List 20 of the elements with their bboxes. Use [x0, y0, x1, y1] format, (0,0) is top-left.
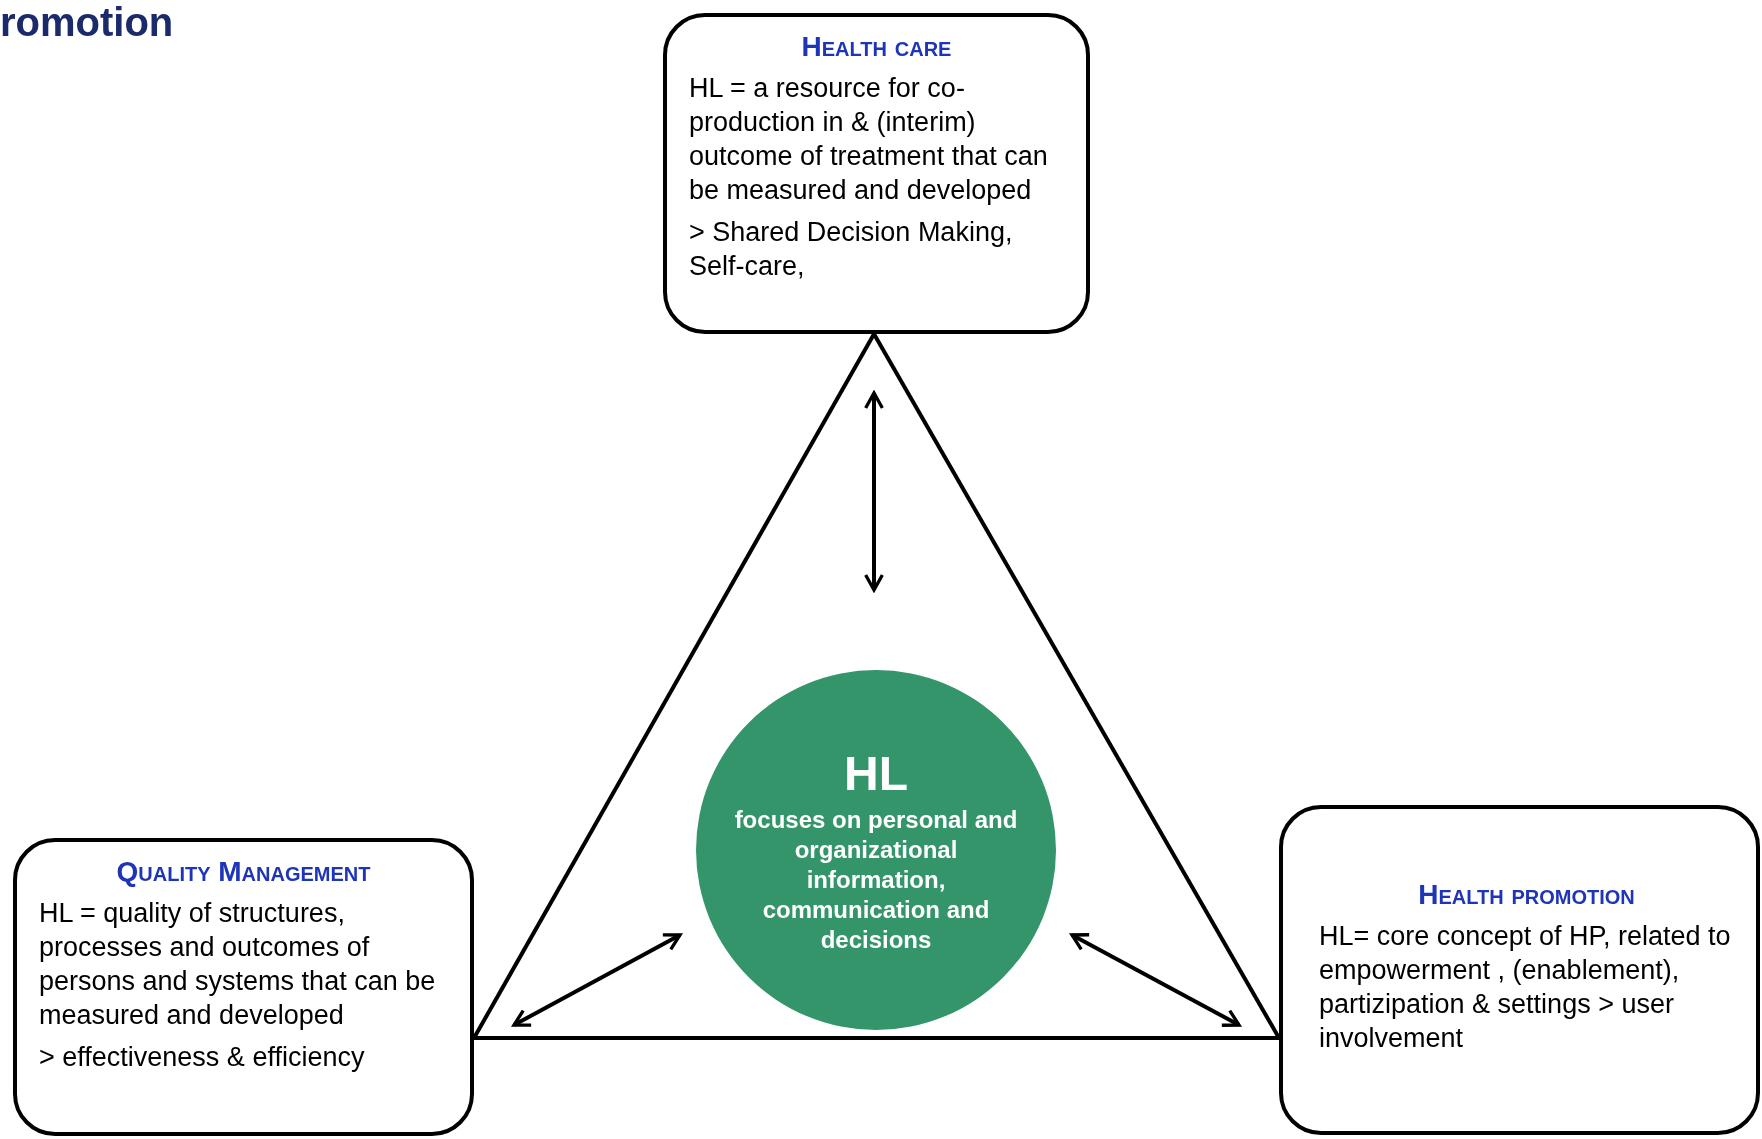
circle-heading: HL — [844, 745, 908, 801]
box-text: > Shared Decision Making, Self-care, — [689, 216, 1014, 283]
box-text: > effectiveness & efficiency — [39, 1041, 366, 1074]
box-text: HL = a resource for co-production in & (interim) outcome of treatment that can be measured and developed — [689, 72, 1049, 207]
title: romotion — [0, 0, 174, 45]
text-box — [13, 838, 474, 1136]
box-heading: Quality Management — [115, 856, 372, 888]
circle-text: focuses on personal and organizational information, communication and decisions — [733, 804, 1019, 955]
box-heading: Health promotion — [1417, 879, 1636, 911]
double-arrow — [1070, 933, 1241, 1027]
double-arrow — [864, 391, 884, 592]
triangle-line — [872, 333, 1281, 1039]
text-box — [663, 13, 1090, 334]
text-box — [1279, 805, 1760, 1135]
box-text: HL= core concept of HP, related to empowerment , (enablement), partizipation & settings > user involvement — [1319, 920, 1732, 1055]
double-arrow — [512, 933, 682, 1027]
triangle-line — [474, 1036, 1279, 1040]
triangle-line — [472, 333, 876, 1039]
box-text: HL = quality of structures, processes and outcomes of persons and systems that can be measured and developed — [39, 897, 437, 1032]
box-heading: Health care — [800, 31, 953, 63]
